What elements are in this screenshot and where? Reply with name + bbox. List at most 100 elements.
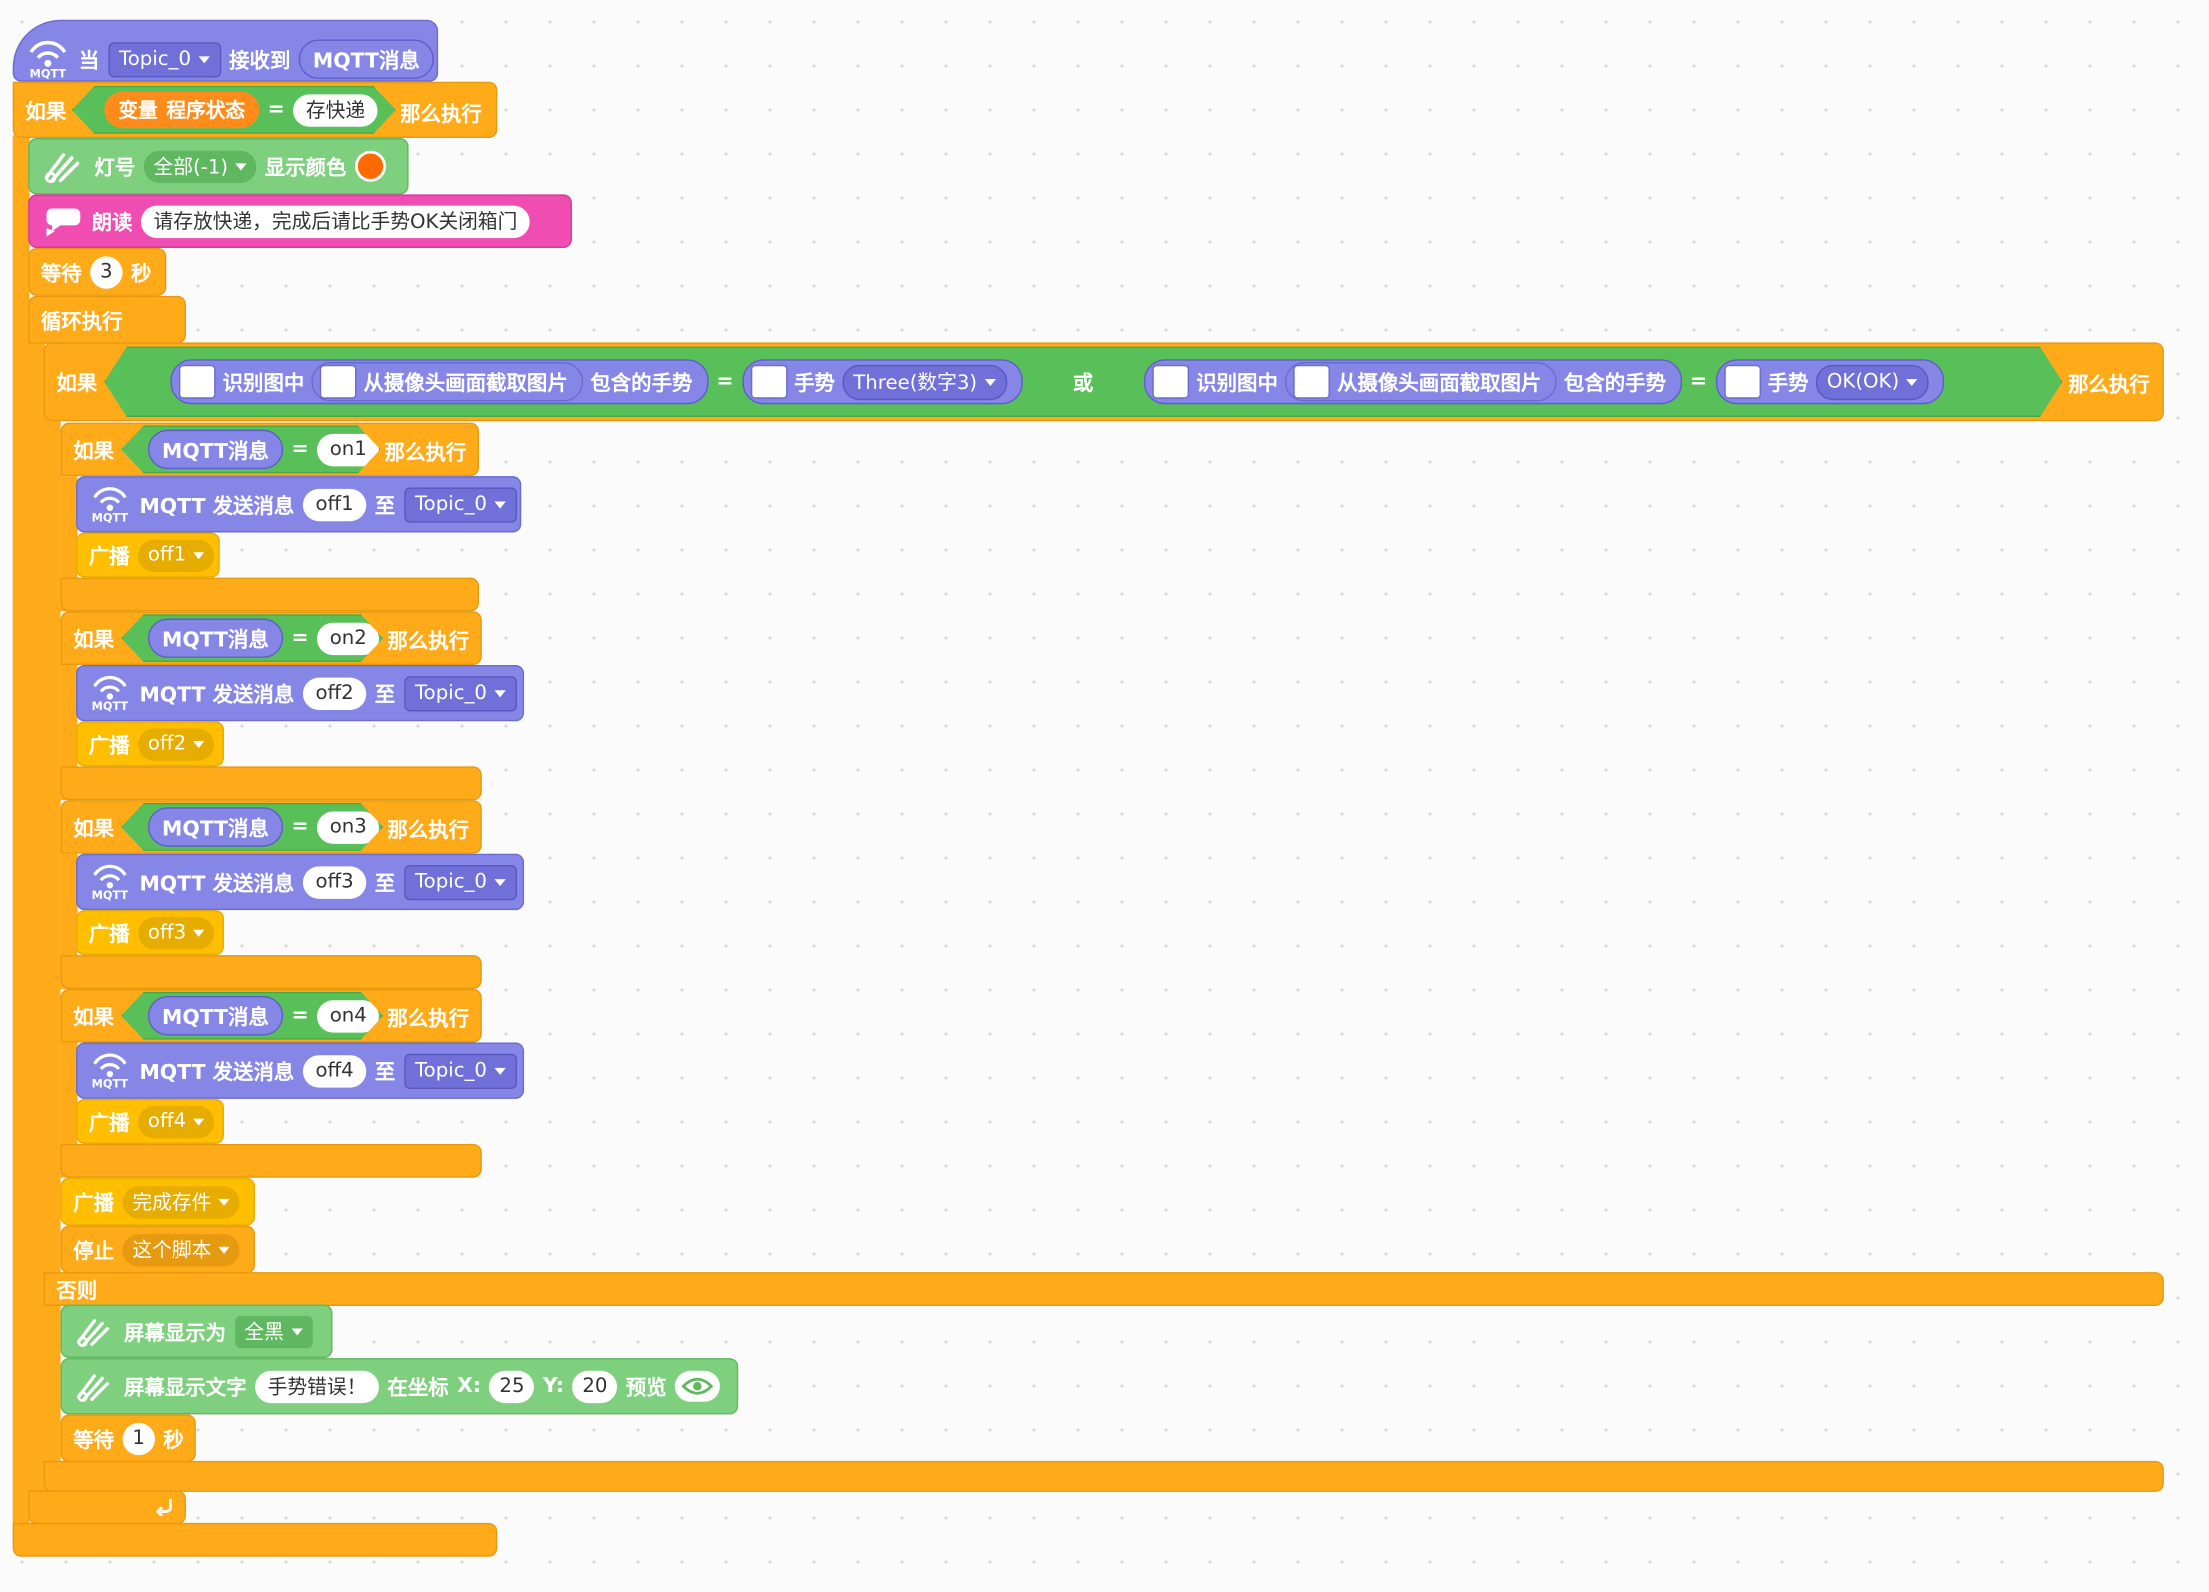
gesture-value-reporter-a[interactable]: 手势 Three(数字3)	[742, 359, 1022, 404]
mqtt-equals-condition-3[interactable]: MQTT消息 = on3	[121, 803, 383, 851]
state-equals-condition[interactable]: 变量程序状态 = 存快递	[72, 86, 396, 134]
chevron-down-icon	[218, 1198, 230, 1206]
wait-label: 等待	[40, 262, 82, 286]
mqtt-send-block-4[interactable]: MQTT MQTT 发送消息 off4 至 Topic_0	[76, 1042, 525, 1099]
mqtt-equals-condition-1[interactable]: MQTT消息 = on1	[121, 425, 380, 473]
mqtt-send-block-1[interactable]: MQTT MQTT 发送消息 off1 至 Topic_0	[76, 476, 522, 533]
broadcast-block-1[interactable]: 广播 off1	[76, 532, 220, 578]
capture-image-reporter-b[interactable]: 从摄像头画面截取图片	[1285, 362, 1557, 401]
stop-block[interactable]: 停止 这个脚本	[60, 1225, 255, 1274]
wait-seconds-input[interactable]: 1	[122, 1422, 155, 1455]
chevron-down-icon	[494, 689, 506, 697]
mqtt-compare-input[interactable]: on1	[317, 433, 379, 465]
wait-label: 等待	[73, 1429, 115, 1452]
mqtt-message-reporter[interactable]: MQTT消息	[148, 618, 283, 657]
variable-reporter[interactable]: 变量程序状态	[104, 92, 259, 129]
eye-icon[interactable]	[675, 1370, 721, 1402]
mqtt-if-label: 如果	[73, 629, 115, 652]
y-label: Y:	[542, 1374, 565, 1398]
broadcast-dropdown[interactable]: 完成存件	[122, 1185, 240, 1218]
mqtt-payload-input[interactable]: off4	[302, 1054, 367, 1087]
equals-sign: =	[267, 98, 285, 122]
topic-dropdown[interactable]: Topic_0	[403, 675, 517, 711]
lamp-number-dropdown[interactable]: 全部(-1)	[143, 150, 257, 183]
forever-block[interactable]: 循环执行	[28, 295, 186, 344]
gesture-equals-condition-b[interactable]: 识别图中 从摄像头画面截取图片 包含的手势 = 手势 OK(OK)	[1116, 352, 1973, 411]
mqtt-message-reporter[interactable]: MQTT消息	[298, 39, 434, 79]
gesture-dropdown-a[interactable]: Three(数字3)	[842, 364, 1007, 399]
broadcast-label: 广播	[88, 923, 130, 947]
mqtt-payload-input[interactable]: off2	[302, 676, 367, 710]
x-label: X:	[457, 1374, 482, 1398]
mqtt-compare-input[interactable]: on4	[317, 1000, 379, 1032]
mqtt-message-reporter[interactable]: MQTT消息	[148, 807, 283, 846]
wait-unit-label: 秒	[130, 262, 152, 286]
broadcast-dropdown[interactable]: off4	[138, 1105, 215, 1138]
broadcast-dropdown[interactable]: off2	[138, 727, 215, 761]
gesture-dropdown-b[interactable]: OK(OK)	[1816, 364, 1929, 399]
broadcast-done-block[interactable]: 广播 完成存件	[60, 1177, 255, 1226]
chevron-down-icon	[193, 551, 205, 559]
or-condition[interactable]: 识别图中 从摄像头画面截取图片 包含的手势 = 手势 Three(数字3) 或 …	[104, 347, 2062, 417]
topic-dropdown[interactable]: Topic_0	[403, 486, 517, 522]
broadcast-block-4[interactable]: 广播 off4	[76, 1098, 224, 1144]
mqtt-send-label: MQTT 发送消息	[139, 872, 295, 896]
y-coordinate-input[interactable]: 20	[572, 1370, 618, 1403]
pen-extension-icon	[41, 147, 86, 186]
mqtt-receive-hat-block[interactable]: MQTT 当 Topic_0 接收到 MQTT消息	[12, 19, 439, 82]
gesture-value-reporter-b[interactable]: 手势 OK(OK)	[1716, 359, 1945, 404]
broadcast-dropdown[interactable]: off1	[138, 538, 215, 572]
topic-dropdown[interactable]: Topic_0	[403, 1053, 517, 1089]
mqtt-message-reporter[interactable]: MQTT消息	[148, 430, 283, 469]
topic-dropdown[interactable]: Topic_0	[107, 41, 221, 77]
recognize-gesture-reporter-b[interactable]: 识别图中 从摄像头画面截取图片 包含的手势	[1144, 359, 1681, 404]
gesture-if-label: 如果	[56, 372, 98, 396]
broadcast-block-2[interactable]: 广播 off2	[76, 721, 224, 767]
stop-dropdown[interactable]: 这个脚本	[122, 1233, 240, 1266]
chevron-down-icon	[290, 1327, 303, 1335]
mqtt-icon-caption: MQTT	[91, 700, 129, 713]
wait-seconds-input[interactable]: 3	[90, 255, 123, 289]
wait-block-2[interactable]: 等待 1 秒	[60, 1414, 196, 1463]
capture-image-reporter-a[interactable]: 从摄像头画面截取图片	[311, 362, 583, 401]
mqtt-send-label: MQTT 发送消息	[139, 1061, 295, 1085]
else-label: 否则	[56, 1279, 98, 1303]
or-label: 或	[1072, 372, 1094, 396]
mqtt-payload-input[interactable]: off1	[302, 488, 367, 521]
screen-fill-block[interactable]: 屏幕显示为 全黑	[60, 1304, 333, 1359]
mqtt-send-block-2[interactable]: MQTT MQTT 发送消息 off2 至 Topic_0	[76, 664, 525, 722]
mqtt-payload-input[interactable]: off3	[302, 865, 367, 899]
state-value-input[interactable]: 存快递	[293, 94, 378, 126]
mqtt-compare-input[interactable]: on3	[317, 811, 379, 843]
forever-label: 循环执行	[40, 310, 123, 334]
speak-block[interactable]: 朗读 请存放快递，完成后请比手势OK关闭箱门	[28, 194, 572, 248]
mqtt-equals-condition-2[interactable]: MQTT消息 = on2	[121, 614, 383, 662]
screen-fill-dropdown[interactable]: 全黑	[234, 1315, 313, 1348]
preview-label: 预览	[625, 1377, 667, 1400]
speak-text-input[interactable]: 请存放快递，完成后请比手势OK关闭箱门	[140, 204, 530, 238]
lamp-color-block[interactable]: 灯号 全部(-1) 显示颜色	[28, 138, 409, 195]
mqtt-icon-caption: MQTT	[29, 67, 67, 81]
mqtt-equals-condition-4[interactable]: MQTT消息 = on4	[121, 992, 383, 1040]
equals-sign: =	[291, 1004, 309, 1028]
x-coordinate-input[interactable]: 25	[489, 1370, 535, 1403]
recognize-gesture-reporter-a[interactable]: 识别图中 从摄像头画面截取图片 包含的手势	[170, 359, 707, 404]
broadcast-block-3[interactable]: 广播 off3	[76, 910, 224, 956]
mqtt-then-label: 那么执行	[387, 819, 470, 842]
wait-block[interactable]: 等待 3 秒	[28, 247, 167, 296]
topic-dropdown[interactable]: Topic_0	[403, 864, 517, 900]
color-swatch-picker[interactable]	[354, 150, 386, 182]
screen-text-input[interactable]: 手势错误！	[254, 1370, 379, 1403]
outer-then-label: 那么执行	[400, 103, 482, 127]
mqtt-compare-input[interactable]: on2	[317, 622, 379, 654]
mqtt-message-reporter[interactable]: MQTT消息	[148, 996, 283, 1035]
mqtt-send-block-3[interactable]: MQTT MQTT 发送消息 off3 至 Topic_0	[76, 853, 525, 911]
forever-spine	[28, 332, 46, 1499]
forever-foot	[28, 1490, 186, 1525]
mqtt-if-foot-3	[60, 955, 482, 989]
broadcast-dropdown[interactable]: off3	[138, 916, 215, 949]
stop-label: 停止	[73, 1240, 115, 1263]
gesture-equals-condition-a[interactable]: 识别图中 从摄像头画面截取图片 包含的手势 = 手势 Three(数字3)	[142, 352, 1050, 411]
equals-sign: =	[291, 438, 309, 461]
screen-text-block[interactable]: 屏幕显示文字 手势错误！ 在坐标 X: 25 Y: 20 预览	[60, 1358, 739, 1415]
